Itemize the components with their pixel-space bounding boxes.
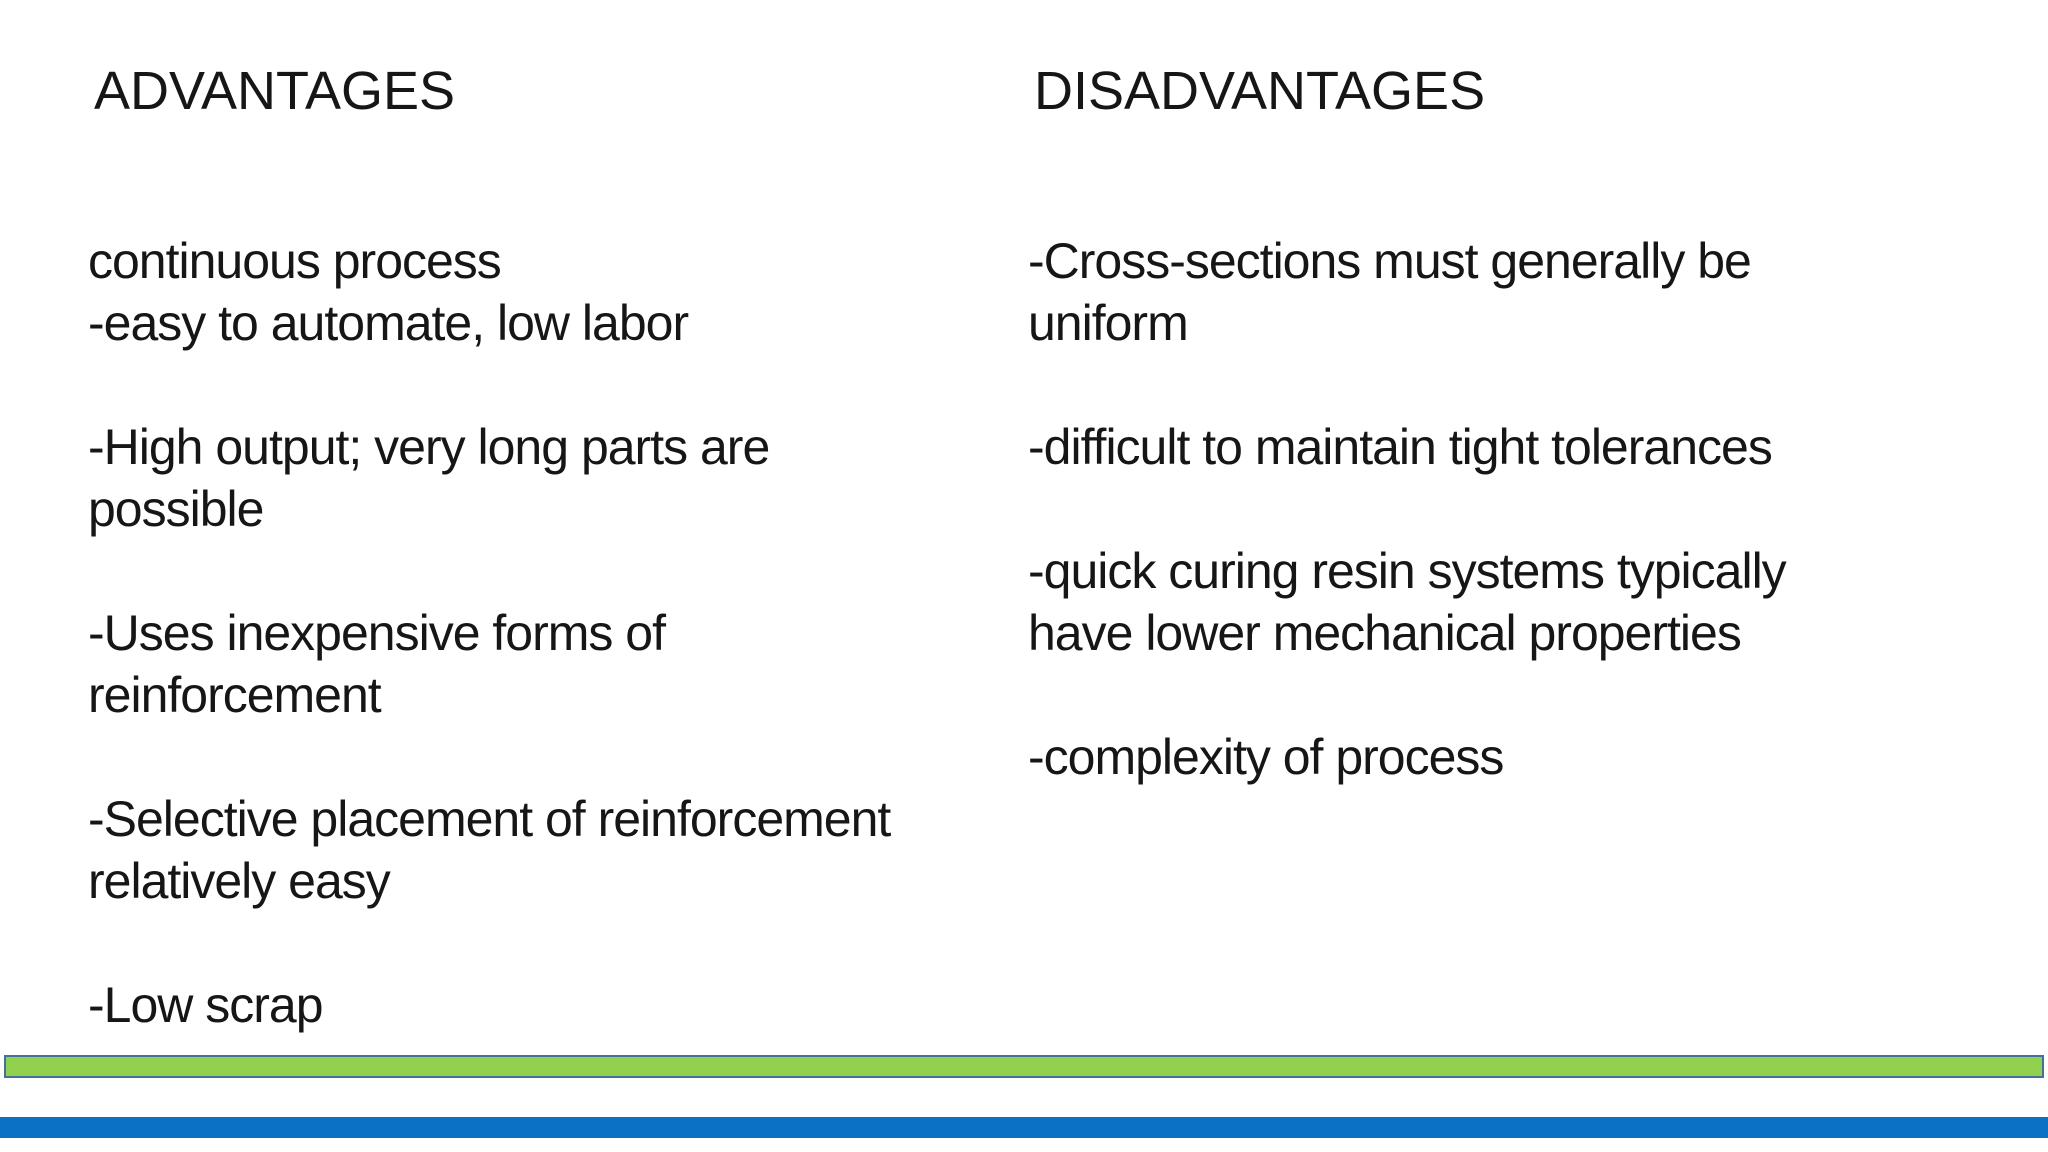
text-line: -Cross-sections must generally be [1028,233,1752,289]
text-line: -High output; very long parts are [88,419,770,475]
advantages-column: ADVANTAGES continuous process -easy to au… [88,0,1018,1152]
disadvantages-heading: DISADVANTAGES [1034,61,1486,121]
text-line: -Uses inexpensive forms of [88,605,666,661]
text-line: -Selective placement of reinforcement [88,791,891,847]
footer-green-bar [4,1055,2044,1078]
text-line: -complexity of process [1028,729,1504,785]
text-line: possible [88,481,264,537]
paragraph: continuous process -easy to automate, low… [88,230,1018,354]
text-line: relatively easy [88,853,391,909]
paragraph: -quick curing resin systems typically hav… [1028,540,2038,664]
advantages-list: continuous process -easy to automate, low… [88,230,1018,1036]
paragraph: -complexity of process [1028,726,2038,788]
text-line: -quick curing resin systems typically [1028,543,1787,599]
text-line: -Low scrap [88,977,324,1033]
paragraph: -Uses inexpensive forms of reinforcement [88,602,1018,726]
advantages-heading: ADVANTAGES [94,61,456,121]
paragraph: -Low scrap [88,974,1018,1036]
text-line: reinforcement [88,667,382,723]
text-line: -easy to automate, low labor [88,295,689,351]
disadvantages-column: DISADVANTAGES -Cross-sections must gener… [1028,0,2038,1152]
paragraph: -Selective placement of reinforcement rel… [88,788,1018,912]
paragraph: -difficult to maintain tight tolerances [1028,416,2038,478]
footer-blue-bar [0,1117,2048,1138]
text-line: have lower mechanical properties [1028,605,1742,661]
paragraph: -High output; very long parts are possibl… [88,416,1018,540]
text-line: uniform [1028,295,1189,351]
disadvantages-list: -Cross-sections must generally be uniform… [1028,230,2038,788]
paragraph: -Cross-sections must generally be uniform [1028,230,2038,354]
text-line: continuous process [88,233,502,289]
text-line: -difficult to maintain tight tolerances [1028,419,1773,475]
